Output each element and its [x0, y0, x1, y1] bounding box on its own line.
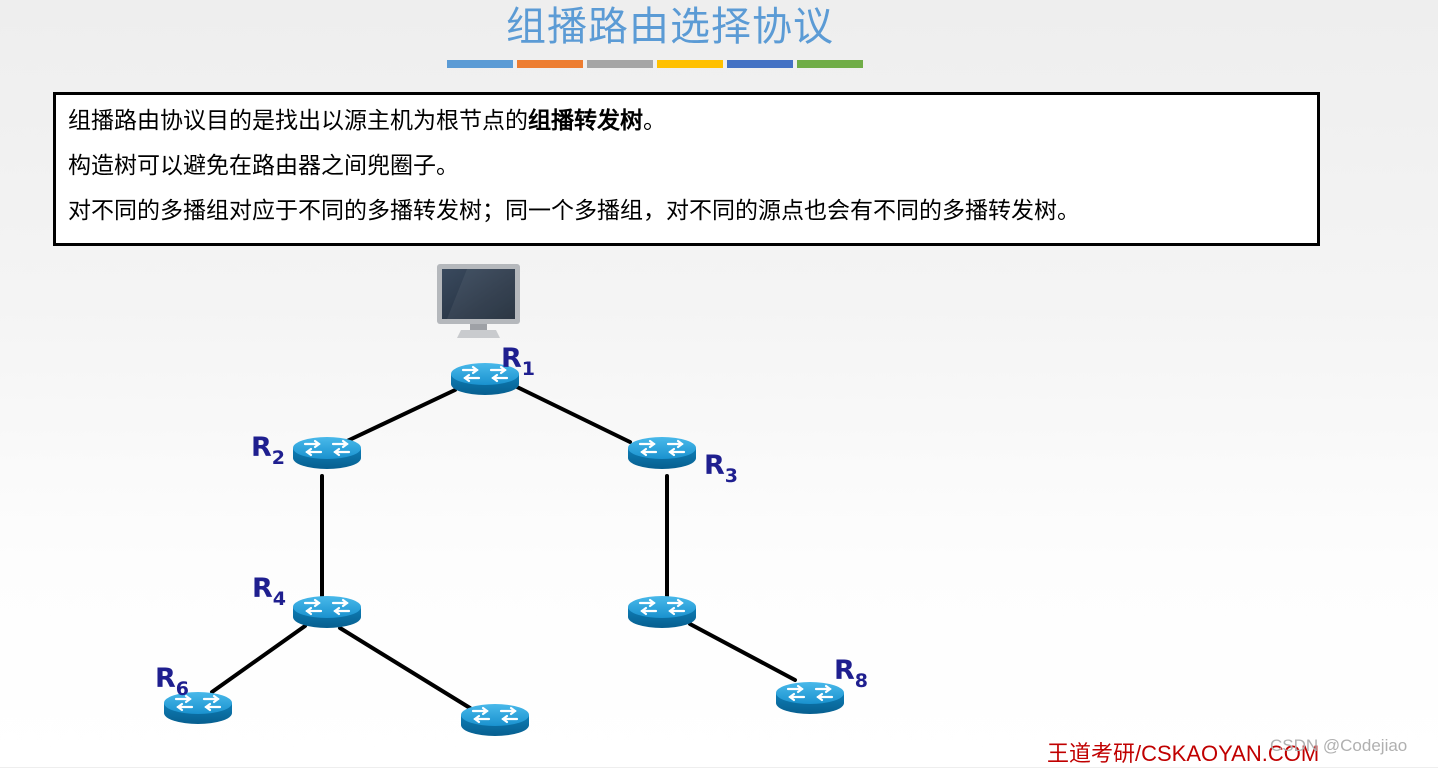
footer-brand: 王道考研/CSKAOYAN.COM	[1047, 741, 1320, 766]
router-r3	[626, 435, 698, 471]
link-r4-r6	[210, 624, 307, 694]
stripe-4	[657, 60, 723, 68]
router-r5	[626, 594, 698, 630]
description-line-3: 对不同的多播组对应于不同的多播转发树；同一个多播组，对不同的源点也会有不同的多播…	[68, 198, 1080, 224]
router-label-r4: R4	[252, 573, 286, 610]
page-title: 组播路由选择协议	[506, 4, 834, 50]
router-r7	[459, 702, 531, 738]
router-label-r2: R2	[251, 432, 285, 469]
stripe-6	[797, 60, 863, 68]
link-r4-r7	[338, 626, 472, 710]
stripe-5	[727, 60, 793, 68]
link-r1-r2	[343, 388, 457, 444]
router-label-r3: R3	[704, 450, 738, 487]
tree-links	[210, 384, 797, 710]
link-r1-r3	[513, 384, 632, 444]
title-underline-stripes	[447, 60, 867, 68]
stripe-3	[587, 60, 653, 68]
link-r5-r8	[688, 622, 797, 682]
router-r2	[291, 435, 363, 471]
router-r4	[291, 594, 363, 630]
stripe-1	[447, 60, 513, 68]
description-box: 组播路由协议目的是找出以源主机为根节点的组播转发树。 构造树可以避免在路由器之间…	[53, 92, 1320, 246]
router-label-r6: R6	[155, 663, 189, 700]
description-line-1: 组播路由协议目的是找出以源主机为根节点的组播转发树。	[68, 105, 1305, 137]
router-r6	[162, 690, 234, 726]
router-label-r8: R8	[834, 655, 868, 692]
source-host-monitor-icon	[437, 264, 520, 338]
stripe-2	[517, 60, 583, 68]
line1-keyword: 组播转发树	[528, 108, 643, 134]
line1-end: 。	[643, 108, 666, 134]
description-line-2: 构造树可以避免在路由器之间兜圈子。	[68, 153, 459, 179]
router-label-r1: R1	[501, 343, 535, 380]
line1-text: 组播路由协议目的是找出以源主机为根节点的	[68, 108, 528, 134]
watermark: CSDN @Codejiao	[1270, 736, 1408, 755]
router-r8	[774, 680, 846, 716]
